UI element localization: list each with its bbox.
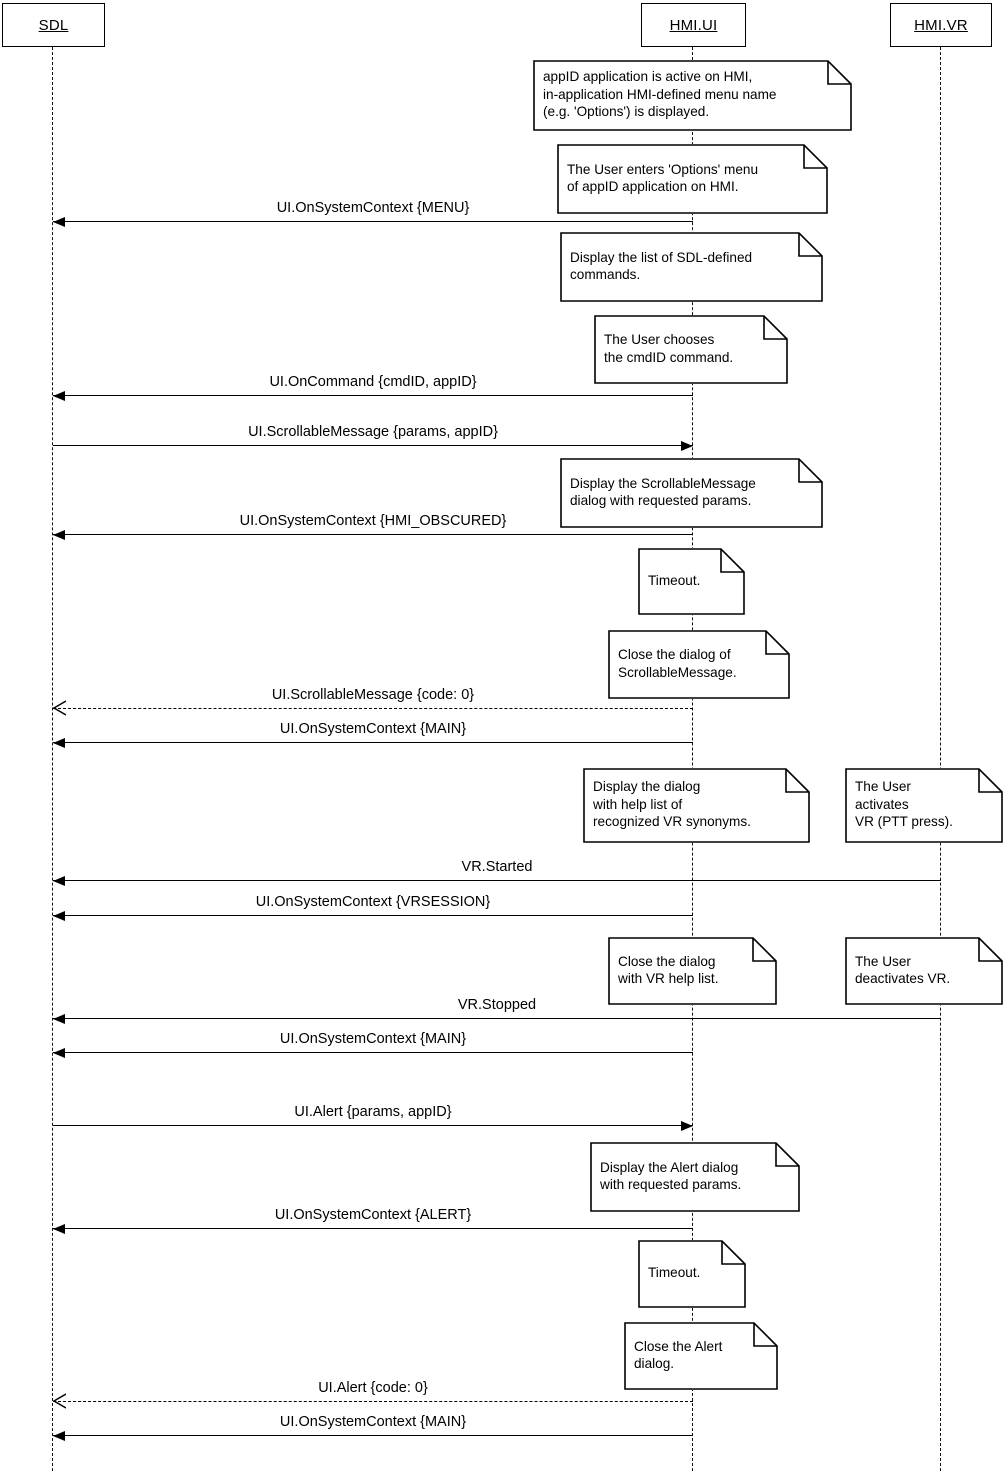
note: The User activates VR (PTT press). [845,768,1003,843]
arrowhead-filled-icon [53,875,65,886]
message-label: UI.OnSystemContext {HMI_OBSCURED} [239,513,507,529]
message-line [53,395,693,396]
note: appID application is active on HMI, in-a… [533,60,852,131]
message-line [53,742,693,743]
lifeline-header-hmi-ui[interactable]: HMI.UI [641,3,746,47]
message-label: UI.OnSystemContext {VRSESSION} [255,894,491,910]
note: The User enters 'Options' menu of appID … [557,144,828,214]
note: Timeout. [638,1240,746,1308]
message-label: UI.OnCommand {cmdID, appID} [269,374,477,390]
note-text: The User deactivates VR. [855,953,951,987]
arrowhead-open-icon [53,1393,66,1409]
note-text: The User activates VR (PTT press). [855,779,953,830]
note-text: Timeout. [648,1265,701,1281]
note-folded-corner-icon [845,768,1003,843]
arrowhead-filled-icon [53,910,65,921]
message-label: UI.OnSystemContext {MAIN} [279,1031,467,1047]
message-line [53,880,941,881]
message-label: UI.OnSystemContext {MENU} [276,200,470,216]
message-label: UI.OnSystemContext {MAIN} [279,721,467,737]
message-line [53,708,693,709]
note: Display the ScrollableMessage dialog wit… [560,458,823,528]
lifeline-label: HMI.VR [914,16,968,34]
note-text: Display the Alert dialog with requested … [600,1159,742,1193]
note-folded-corner-icon [590,1142,800,1212]
message-line [53,1125,693,1126]
lifeline-label: HMI.UI [669,16,718,34]
message-label: VR.Stopped [457,997,537,1013]
arrowhead-filled-icon [53,529,65,540]
note-folded-corner-icon [608,937,777,1005]
lifeline-line-sdl [52,47,54,1471]
arrowhead-filled-icon [53,1223,65,1234]
note-folded-corner-icon [624,1322,778,1390]
message-line [53,1052,693,1053]
arrowhead-filled-icon [53,737,65,748]
message-label: UI.ScrollableMessage {params, appID} [248,424,498,440]
note: Display the list of SDL-defined commands… [560,232,823,302]
note: Close the dialog with VR help list. [608,937,777,1005]
arrowhead-filled-icon [53,1047,65,1058]
lifeline-line-hmi-vr [940,47,942,1471]
note-folded-corner-icon [608,630,790,699]
message-line [53,1435,693,1436]
note-folded-corner-icon [845,937,1003,1005]
note: Display the Alert dialog with requested … [590,1142,800,1212]
note-folded-corner-icon [533,60,852,131]
message-label: UI.ScrollableMessage {code: 0} [271,687,475,703]
message-line [53,221,693,222]
arrowhead-filled-icon [53,1013,65,1024]
note-folded-corner-icon [557,144,828,214]
message-label: UI.OnSystemContext {ALERT} [274,1207,472,1223]
note-text: Close the dialog of ScrollableMessage. [618,647,737,680]
message-line [53,1018,941,1019]
note-text: appID application is active on HMI, in-a… [543,69,777,120]
note-text: The User chooses the cmdID command. [604,332,734,365]
note-text: Display the dialog with help list of rec… [593,779,751,830]
lifeline-label: SDL [38,16,69,34]
arrowhead-filled-icon [53,216,65,227]
message-line [53,1401,693,1402]
message-label: UI.Alert {code: 0} [318,1380,428,1396]
note: Display the dialog with help list of rec… [583,768,810,843]
arrowhead-filled-icon [681,440,693,451]
message-line [53,534,693,535]
message-label: UI.Alert {params, appID} [294,1104,452,1120]
lifeline-header-hmi-vr[interactable]: HMI.VR [890,3,992,47]
note: Close the Alert dialog. [624,1322,778,1390]
note-text: Display the list of SDL-defined commands… [570,249,753,283]
arrowhead-filled-icon [53,390,65,401]
note-folded-corner-icon [583,768,810,843]
note-text: Timeout. [648,572,701,588]
note: Close the dialog of ScrollableMessage. [608,630,790,699]
note-text: Close the dialog with VR help list. [618,953,719,987]
arrowhead-filled-icon [681,1120,693,1131]
note: Timeout. [638,548,745,615]
arrowhead-open-icon [53,700,66,716]
note: The User deactivates VR. [845,937,1003,1005]
note-folded-corner-icon [560,458,823,528]
message-label: UI.OnSystemContext {MAIN} [279,1414,467,1430]
note-folded-corner-icon [560,232,823,302]
note-text: Close the Alert dialog. [634,1338,723,1372]
message-line [53,1228,693,1229]
message-line [53,445,693,446]
lifeline-line-hmi-ui [692,47,694,1471]
note-text: The User enters 'Options' menu of appID … [567,161,759,195]
arrowhead-filled-icon [53,1430,65,1441]
message-label: VR.Started [461,859,533,875]
note: The User chooses the cmdID command. [594,315,788,384]
note-folded-corner-icon [638,1240,746,1308]
lifeline-header-sdl[interactable]: SDL [2,3,105,47]
message-line [53,915,693,916]
note-folded-corner-icon [594,315,788,384]
note-folded-corner-icon [638,548,745,615]
note-text: Display the ScrollableMessage dialog wit… [570,475,756,509]
